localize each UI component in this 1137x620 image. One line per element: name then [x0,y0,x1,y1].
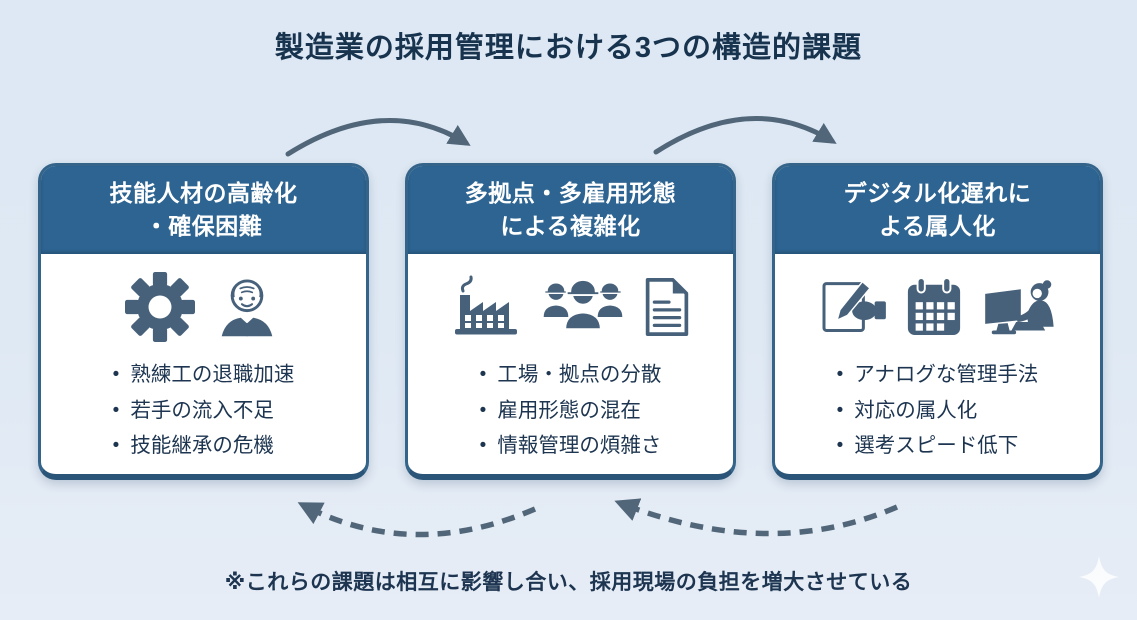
icon-row [41,267,366,347]
card-aging-workforce: 技能人材の高齢化 ・確保困難 [38,163,369,480]
calendar-icon [907,277,960,336]
bullet-item: 雇用形態の混在 [480,393,662,429]
card-title-line1: デジタル化遅れに [843,180,1032,207]
feedback-arrow-1-icon [297,502,537,538]
document-icon [645,278,688,336]
bullet-item: 技能継承の危機 [113,428,295,464]
bullet-list: 熟練工の退職加速 若手の流入不足 技能継承の危機 [113,357,295,464]
flow-arrow-2-icon [653,116,837,155]
card-title: デジタル化遅れに よる属人化 [775,166,1100,254]
handwriting-icon [822,280,886,332]
bullet-item: 対応の属人化 [837,393,1039,429]
card-body: アナログな管理手法 対応の属人化 選考スピード低下 [775,254,1100,474]
card-title-line1: 技能人材の高齢化 [109,180,298,207]
icon-row [408,267,733,347]
operator-at-computer-icon [984,280,1054,335]
factory-icon [454,275,517,335]
card-title: 技能人材の高齢化 ・確保困難 [41,166,366,254]
card-body: 工場・拠点の分散 雇用形態の混在 情報管理の煩雑さ [408,254,733,474]
bullet-item: 若手の流入不足 [113,393,295,429]
card-title-line2: ・確保困難 [144,213,263,239]
footnote: ※これらの課題は相互に影響し合い、採用現場の負担を増大させている [224,571,913,594]
card-multi-site-complexity: 多拠点・多雇用形態 による複雑化 [405,163,736,480]
gear-icon [124,272,195,342]
card-title-line2: による複雑化 [500,213,641,239]
challenge-cards: 技能人材の高齢化 ・確保困難 [38,163,1103,480]
card-title: 多拠点・多雇用形態 による複雑化 [408,166,733,254]
icon-row [775,267,1100,347]
bullet-list: 工場・拠点の分散 雇用形態の混在 情報管理の煩雑さ [480,357,662,464]
flow-arrow-1-icon [285,118,471,157]
card-body: 熟練工の退職加速 若手の流入不足 技能継承の危機 [41,254,366,474]
bullet-item: 情報管理の煩雑さ [480,428,661,464]
elderly-worker-icon [221,279,272,337]
card-digital-lag: デジタル化遅れに よる属人化 [772,163,1103,480]
bullet-list: アナログな管理手法 対応の属人化 選考スピード低下 [837,357,1039,464]
bullet-item: アナログな管理手法 [837,357,1038,393]
workers-group-icon [543,279,622,330]
card-title-line2: よる属人化 [879,213,996,239]
bullet-item: 工場・拠点の分散 [480,357,661,393]
page-title: 製造業の採用管理における3つの構造的課題 [274,32,863,64]
feedback-arrow-2-icon [614,498,899,537]
card-title-line1: 多拠点・多雇用形態 [464,180,677,207]
bullet-item: 選考スピード低下 [837,428,1039,464]
bullet-item: 熟練工の退職加速 [113,357,294,393]
